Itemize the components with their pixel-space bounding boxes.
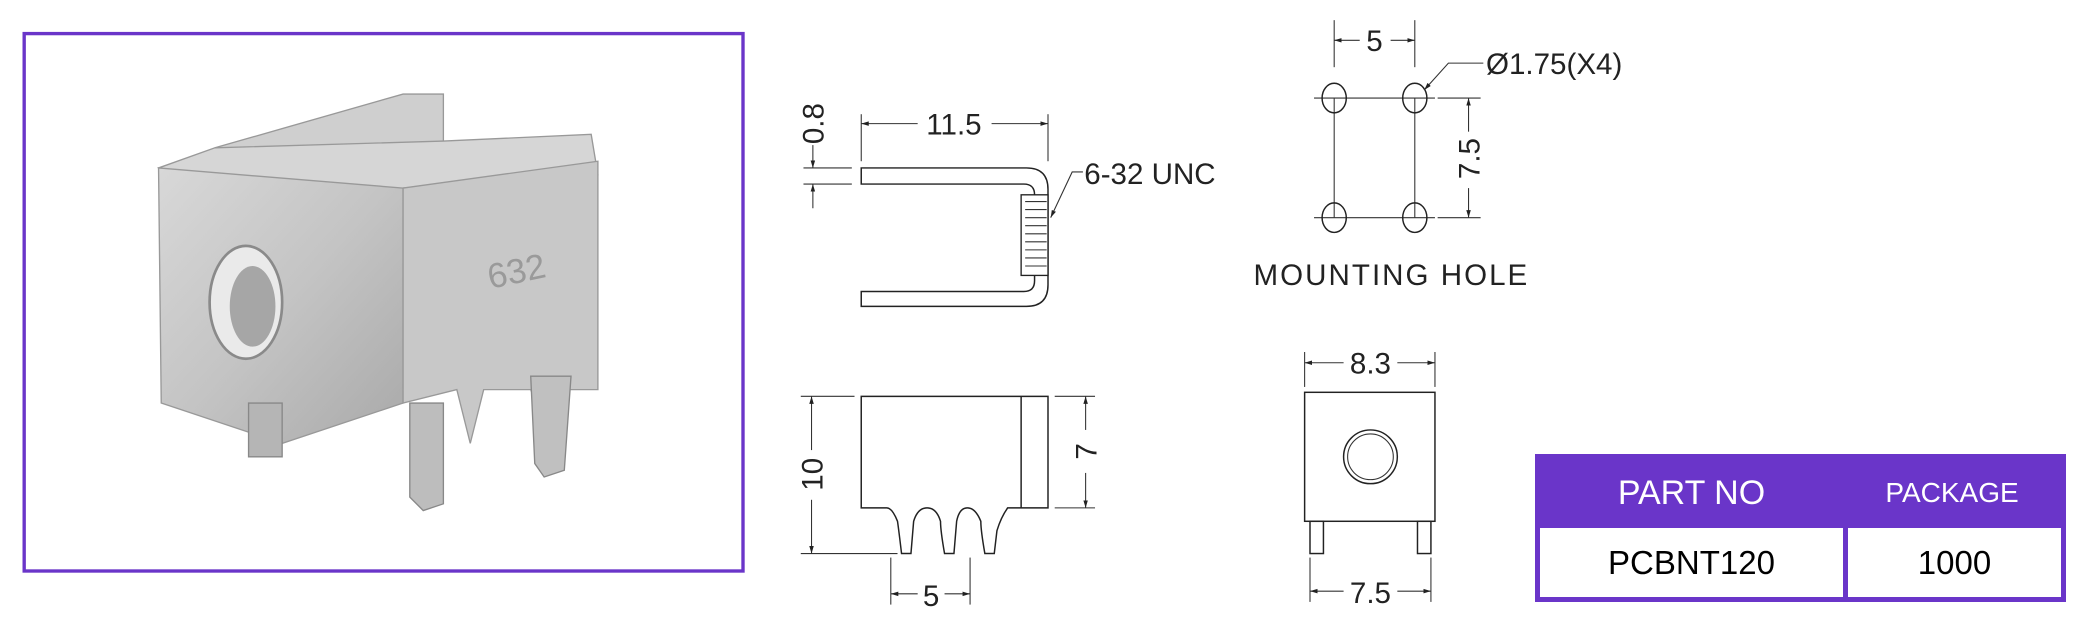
dim-total-height: 10 <box>796 458 829 491</box>
cell-package: 1000 <box>1848 528 2061 597</box>
dim-thickness: 0.8 <box>798 103 831 144</box>
hole-diameter-label: Ø1.75(X4) <box>1486 48 1622 81</box>
dim-body-height: 7 <box>1070 443 1103 459</box>
mounting-hole-view: 5 Ø1.75(X4) 7.5 MOUNTING HOLE <box>1254 20 1622 292</box>
side-view: 11.5 0.8 6-32 UNC <box>798 103 1216 308</box>
end-view: 8.3 7.5 <box>1303 348 1436 610</box>
dim-hole-spacing-y: 7.5 <box>1453 138 1486 179</box>
product-photo: 632 <box>22 31 745 573</box>
dim-pin-spacing: 5 <box>923 580 939 613</box>
front-view: 10 7 5 <box>796 395 1103 613</box>
table-row: PCBNT120 1000 <box>1540 528 2061 597</box>
mounting-hole-title: MOUNTING HOLE <box>1254 259 1530 292</box>
part-table: PART NO PACKAGE PCBNT120 1000 <box>1535 454 2066 602</box>
dim-end-pin-spacing: 7.5 <box>1350 577 1391 610</box>
dim-length: 11.5 <box>926 108 981 141</box>
header-package: PACKAGE <box>1885 477 2019 508</box>
dim-hole-spacing-x: 5 <box>1366 25 1382 58</box>
thread-label: 6-32 UNC <box>1084 158 1215 191</box>
dim-end-width: 8.3 <box>1350 348 1391 381</box>
header-part-no: PART NO <box>1617 473 1766 512</box>
cell-part-no: PCBNT120 <box>1540 528 1843 597</box>
